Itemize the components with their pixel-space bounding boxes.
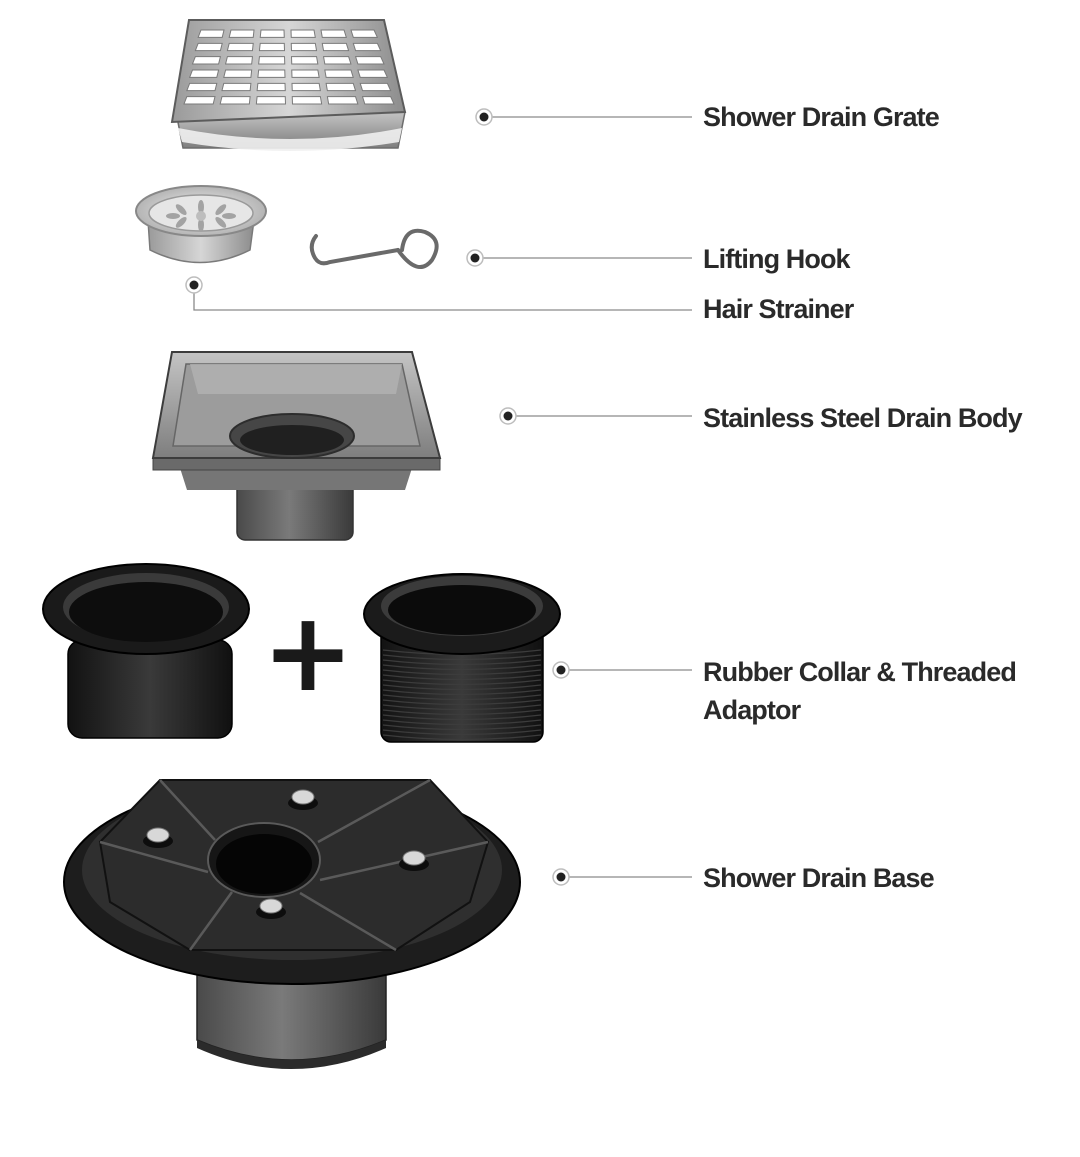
threaded-adaptor-illustration bbox=[363, 573, 561, 743]
label-drain-body: Stainless Steel Drain Body bbox=[703, 403, 1023, 433]
leader-line bbox=[193, 285, 692, 311]
drain-grate-illustration bbox=[170, 19, 407, 151]
drain-body-illustration bbox=[151, 351, 442, 541]
plus-sign: + bbox=[262, 588, 354, 716]
rubber-collar-illustration bbox=[42, 563, 250, 739]
drain-base-illustration bbox=[63, 778, 521, 1069]
label-shower-drain-grate: Shower Drain Grate bbox=[703, 102, 940, 132]
label-lifting-hook: Lifting Hook bbox=[703, 244, 851, 274]
callout-leaders bbox=[185, 108, 692, 886]
label-rubber-collar-threaded: Rubber Collar & Threaded bbox=[703, 657, 1017, 687]
svg-text:+: + bbox=[262, 588, 354, 716]
label-adaptor: Adaptor bbox=[703, 695, 801, 725]
label-hair-strainer: Hair Strainer bbox=[703, 294, 854, 324]
hair-strainer-illustration bbox=[135, 185, 267, 264]
label-shower-drain-base: Shower Drain Base bbox=[703, 863, 935, 893]
lifting-hook-illustration bbox=[309, 228, 439, 270]
